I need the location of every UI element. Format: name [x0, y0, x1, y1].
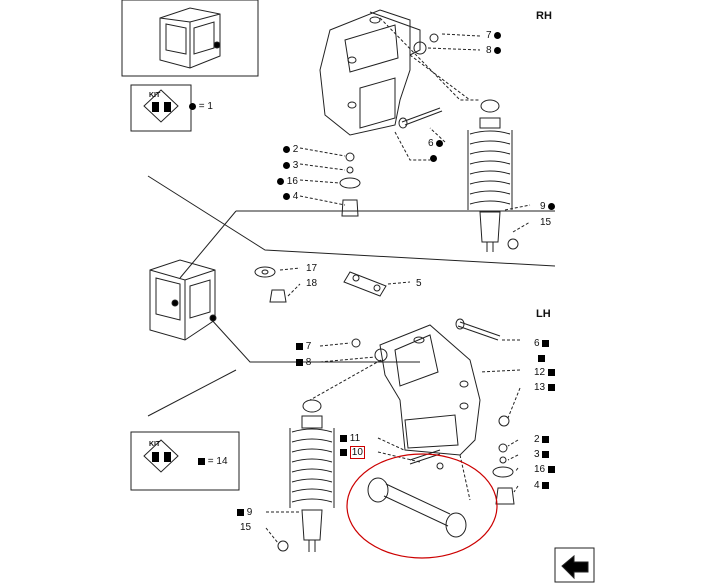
callout-18: 18 — [306, 278, 318, 289]
callout-lh-4: 4 — [534, 480, 550, 492]
rh-shock-absorber — [467, 99, 513, 252]
kit-title-lh: KIT — [149, 441, 161, 448]
lh-header: LH — [536, 308, 551, 320]
tractor-cab-icon — [149, 259, 216, 341]
callout-lh-3: 3 — [534, 449, 550, 461]
callout-rh-15: 15 — [540, 217, 552, 228]
nav-arrow-button[interactable] — [555, 548, 594, 582]
kit-legend-lh: = 14 — [198, 456, 228, 467]
tractor-cab-icon — [159, 7, 221, 69]
callout-lh-16: 16 — [534, 464, 555, 476]
callout-lh-12: 12 — [534, 367, 555, 379]
callout-rh-8: 8 — [486, 45, 502, 57]
kit-legend-rh: = 1 — [189, 101, 213, 112]
nav-arrow-box — [554, 547, 595, 583]
callout-lh-13: 13 — [534, 382, 555, 394]
callout-rh-6: 6 — [428, 138, 444, 150]
callout-rh-7: 7 — [486, 30, 502, 42]
nav-arrow-icon — [561, 554, 589, 580]
callout-lh-11: 11 — [340, 433, 360, 445]
callout-rh-3: 3 — [283, 160, 298, 172]
callout-lh-9: 9 — [237, 507, 252, 519]
kit-box-lh — [130, 431, 240, 491]
callout-rh-9: 9 — [540, 201, 556, 213]
callout-lh-15: 15 — [240, 522, 252, 533]
lh-shock-absorber — [289, 399, 335, 552]
callout-lh-10: 10 — [340, 446, 365, 459]
kit-box-rh — [130, 84, 192, 132]
rh-header: RH — [536, 10, 552, 22]
rh-bracket — [319, 9, 421, 136]
lh-bracket — [379, 324, 481, 456]
kit-icon — [152, 102, 171, 112]
callout-rh-4: 4 — [283, 191, 298, 203]
callout-lh-7: 7 — [296, 341, 311, 353]
callout-lh-2: 2 — [534, 434, 550, 446]
callout-lh-8: 8 — [296, 357, 311, 369]
callout-lh-6: 6 — [534, 338, 550, 350]
highlight-circle — [346, 453, 498, 559]
callout-rh-16: 16 — [277, 176, 298, 188]
inset-frame-rh — [121, 0, 259, 77]
callout-rh-bracket — [430, 153, 437, 165]
rh-bolt — [398, 107, 443, 129]
kit-icon — [152, 452, 171, 462]
callout-lh-bracket — [538, 353, 545, 365]
callout-17: 17 — [306, 263, 318, 274]
callout-5: 5 — [416, 278, 422, 289]
callout-rh-2: 2 — [283, 144, 298, 156]
kit-title-rh: KIT — [149, 92, 161, 99]
lh-link-arm — [367, 449, 467, 538]
